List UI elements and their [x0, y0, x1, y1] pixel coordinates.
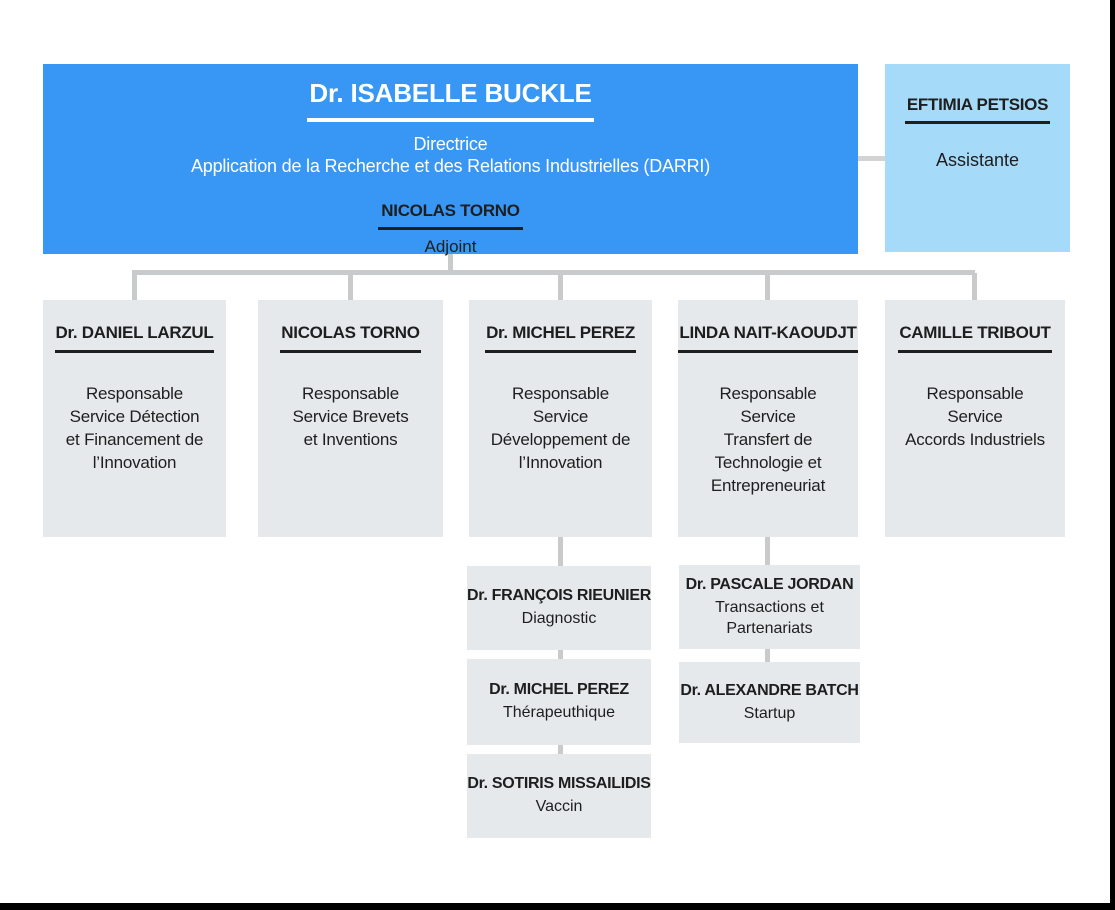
director-title: Directrice	[413, 134, 488, 154]
sub-box-transactions-partenariats: Dr. PASCALE JORDAN Transactions et Parte…	[679, 565, 860, 649]
assistant-box: EFTIMIA PETSIOS Assistante	[885, 64, 1070, 252]
assistant-name: EFTIMIA PETSIOS	[904, 95, 1051, 124]
sub-role: Thérapeuthique	[502, 704, 616, 721]
sub-name: Dr. PASCALE JORDAN	[685, 575, 854, 593]
connector-drop-dept-2	[348, 273, 353, 300]
dept-box-developpement-innovation: Dr. MICHEL PEREZ Responsable Service Dév…	[469, 300, 652, 537]
deputy-name: NICOLAS TORNO	[378, 201, 523, 230]
sub-box-therapeuthique: Dr. MICHEL PEREZ Thérapeuthique	[467, 659, 651, 745]
sub-box-vaccin: Dr. SOTIRIS MISSAILIDIS Vaccin	[467, 754, 651, 838]
sub-box-diagnostic: Dr. FRANÇOIS RIEUNIER Diagnostic	[467, 566, 651, 650]
dept-name: NICOLAS TORNO	[280, 323, 421, 353]
connector-sub2-sub3	[558, 745, 563, 754]
connector-drop-dept-3	[558, 273, 563, 300]
sub-name: Dr. MICHEL PEREZ	[489, 681, 629, 698]
dept-name: CAMILLE TRIBOUT	[898, 323, 1052, 353]
frame-bottom-edge	[0, 903, 1115, 910]
dept-name: LINDA NAIT-KAOUDJT	[678, 323, 858, 353]
sub-name: Dr. SOTIRIS MISSAILIDIS	[467, 775, 651, 792]
sub-role: Diagnostic	[521, 610, 597, 627]
assistant-title: Assistante	[935, 150, 1020, 170]
dept-name: Dr. MICHEL PEREZ	[485, 323, 636, 353]
connector-drop-dept-1	[132, 273, 137, 300]
sub-box-startup: Dr. ALEXANDRE BATCH Startup	[679, 662, 860, 743]
connector-sub1-sub2	[558, 650, 563, 659]
connector-horizontal-bar	[132, 270, 975, 275]
dept-role: Responsable Service Développement de l’I…	[490, 384, 631, 472]
director-department: Application de la Recherche et des Relat…	[190, 156, 711, 176]
sub-role: Startup	[743, 704, 796, 722]
connector-dept4-sub1	[765, 537, 770, 565]
dept-role: Responsable Service Brevets et Invention…	[292, 384, 409, 449]
dept-role: Responsable Service Détection et Finance…	[65, 384, 204, 472]
dept-box-brevets-inventions: NICOLAS TORNO Responsable Service Brevet…	[258, 300, 443, 537]
dept-box-detection-financement: Dr. DANIEL LARZUL Responsable Service Dé…	[43, 300, 226, 537]
sub-name: Dr. FRANÇOIS RIEUNIER	[467, 587, 651, 604]
dept-box-accords-industriels: CAMILLE TRIBOUT Responsable Service Acco…	[885, 300, 1065, 537]
connector-director-stem	[448, 253, 453, 271]
sub-role: Transactions et Partenariats	[715, 598, 824, 637]
connector-assistant-link	[858, 156, 885, 161]
connector-drop-dept-5	[972, 273, 977, 300]
dept-role: Responsable Service Transfert de Technol…	[710, 384, 826, 495]
connector-dept3-sub1	[558, 537, 563, 566]
connector-drop-dept-4	[765, 273, 770, 300]
connector-sub4-sub5	[765, 649, 770, 662]
dept-role: Responsable Service Accords Industriels	[905, 384, 1045, 449]
sub-role: Vaccin	[535, 798, 583, 815]
director-name: Dr. ISABELLE BUCKLE	[307, 78, 594, 122]
deputy-title: Adjoint	[424, 237, 477, 256]
dept-name: Dr. DANIEL LARZUL	[54, 323, 215, 353]
sub-name: Dr. ALEXANDRE BATCH	[680, 681, 859, 699]
director-box: Dr. ISABELLE BUCKLE Directrice Applicati…	[43, 64, 858, 256]
frame-right-edge	[1110, 0, 1115, 910]
dept-box-transfert-technologie: LINDA NAIT-KAOUDJT Responsable Service T…	[678, 300, 858, 537]
